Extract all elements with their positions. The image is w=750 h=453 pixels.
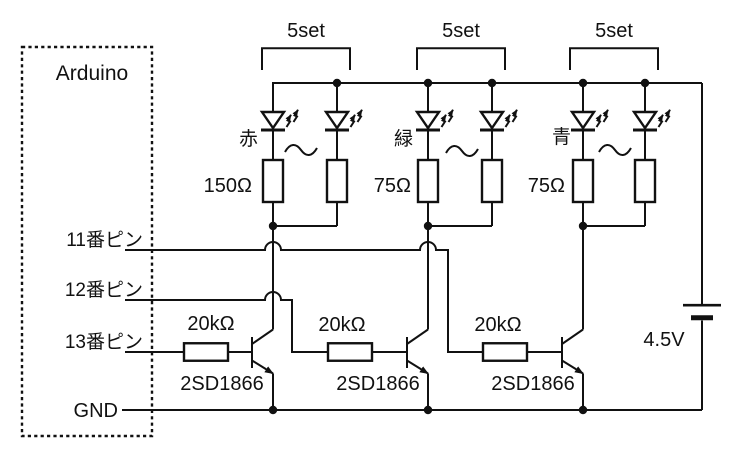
set-label-red: 5set (287, 20, 325, 42)
battery-label: 4.5V (643, 329, 685, 351)
npn-symbol (407, 330, 428, 374)
led-column (416, 83, 453, 226)
resistor-label-blue: 75Ω (528, 175, 565, 197)
led-column (325, 83, 362, 226)
gnd-label: GND (74, 400, 118, 422)
base-resistor-label-1: 20kΩ (187, 313, 234, 335)
transistor-label-3: 2SD1866 (491, 373, 574, 395)
color-label-red: 赤 (239, 128, 258, 150)
ellipsis-tilde (284, 143, 318, 157)
set-brackets: 5set 5set 5set (261, 20, 659, 70)
set-label-green: 5set (442, 20, 480, 42)
led-column (633, 83, 670, 226)
supply-rail: 4.5V (272, 82, 721, 410)
set-label-blue: 5set (595, 20, 633, 42)
pin-label-11: 11番ピン (66, 229, 143, 251)
npn-symbol (562, 330, 583, 374)
resistor-20k-1 (182, 342, 230, 362)
junction-dots (268, 78, 650, 415)
color-label-blue: 青 (552, 126, 571, 148)
transistor-q2: 2SD1866 (336, 226, 429, 410)
npn-symbol (252, 330, 273, 374)
transistor-label-2: 2SD1866 (336, 373, 419, 395)
color-label-green: 緑 (394, 128, 413, 150)
led-group-blue: 青 75Ω (528, 83, 670, 226)
base-resistor-label-3: 20kΩ (474, 314, 521, 336)
resistor-20k-2 (326, 342, 374, 362)
transistor-q1: 2SD1866 (180, 226, 274, 410)
ellipsis-tilde (445, 144, 479, 158)
arduino-label: Arduino (56, 62, 128, 85)
base-resistor-label-2: 20kΩ (318, 314, 365, 336)
wire-pin12 (125, 291, 328, 353)
pin-label-12: 12番ピン (65, 279, 143, 301)
resistor-label-red: 150Ω (204, 175, 252, 197)
bracket-green (416, 47, 506, 70)
arduino-box (20, 45, 154, 438)
resistor-20k-3 (481, 342, 529, 362)
pin-wires (122, 241, 702, 411)
ellipsis-tilde (598, 143, 632, 157)
wire-pin11 (125, 241, 483, 353)
led-column (261, 83, 298, 226)
resistor-label-green: 75Ω (374, 175, 411, 197)
transistor-label-1: 2SD1866 (180, 373, 263, 395)
led-group-red: 赤 150Ω (204, 83, 362, 226)
bracket-red (261, 47, 351, 70)
led-group-green: 緑 75Ω (374, 83, 517, 226)
led-column (571, 83, 608, 226)
bracket-blue (569, 47, 659, 70)
led-column (480, 83, 517, 226)
base-resistors: 20kΩ 20kΩ 20kΩ (182, 313, 529, 362)
transistor-q3: 2SD1866 (491, 226, 584, 410)
pin-label-13: 13番ピン (65, 331, 143, 353)
